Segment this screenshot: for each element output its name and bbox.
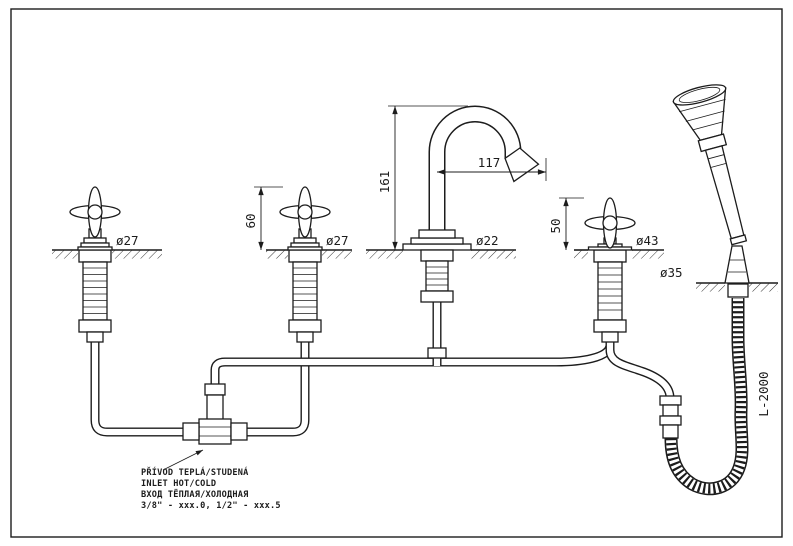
note-line-3: ВХОД ТЁПЛАЯ/ХОЛОДНАЯ	[141, 489, 248, 500]
hot-water-valve	[69, 186, 121, 343]
label-hot-valve-diameter: ø27	[116, 233, 139, 248]
note-line-2: INLET HOT/COLD	[141, 479, 216, 489]
dim-valve-height: 60	[243, 186, 283, 250]
cold-water-valve	[279, 186, 331, 343]
note-line-4: 3/8" - xxx.0, 1/2" - xxx.5	[141, 501, 281, 511]
note-line-1: PŘÍVOD TEPLÁ/STUDENÁ	[141, 466, 249, 478]
drawing-border	[10, 8, 783, 538]
label-hose-length: L-2000	[756, 371, 771, 416]
cross-handle-icon	[69, 186, 121, 343]
dim-spout-height: 161	[377, 105, 468, 250]
hose-fitting-stack	[659, 298, 749, 496]
shower-deck-socket	[724, 245, 750, 298]
label-cold-valve-diameter: ø27	[326, 233, 349, 248]
dim-label-spout-reach: 117	[478, 155, 501, 170]
diverter-valve	[584, 197, 636, 343]
tee-fitting	[182, 383, 248, 445]
dim-label-spout-height: 161	[377, 171, 392, 194]
dim-label-valve-height: 60	[243, 213, 258, 228]
cross-handle-icon	[279, 186, 331, 343]
label-diverter-diameter: ø43	[636, 233, 659, 248]
hand-shower	[672, 84, 748, 246]
dim-diverter-height: 50	[548, 197, 584, 250]
inlet-notes: PŘÍVOD TEPLÁ/STUDENÁ INLET HOT/COLD ВХОД…	[141, 449, 281, 511]
spout	[402, 105, 540, 303]
dim-label-diverter-height: 50	[548, 218, 563, 233]
supply-pipes	[90, 300, 675, 437]
deck-surface	[52, 249, 778, 292]
label-spout-diameter: ø22	[476, 233, 499, 248]
label-shower-socket-diameter: ø35	[660, 265, 683, 280]
dim-spout-reach: 117	[437, 155, 547, 181]
